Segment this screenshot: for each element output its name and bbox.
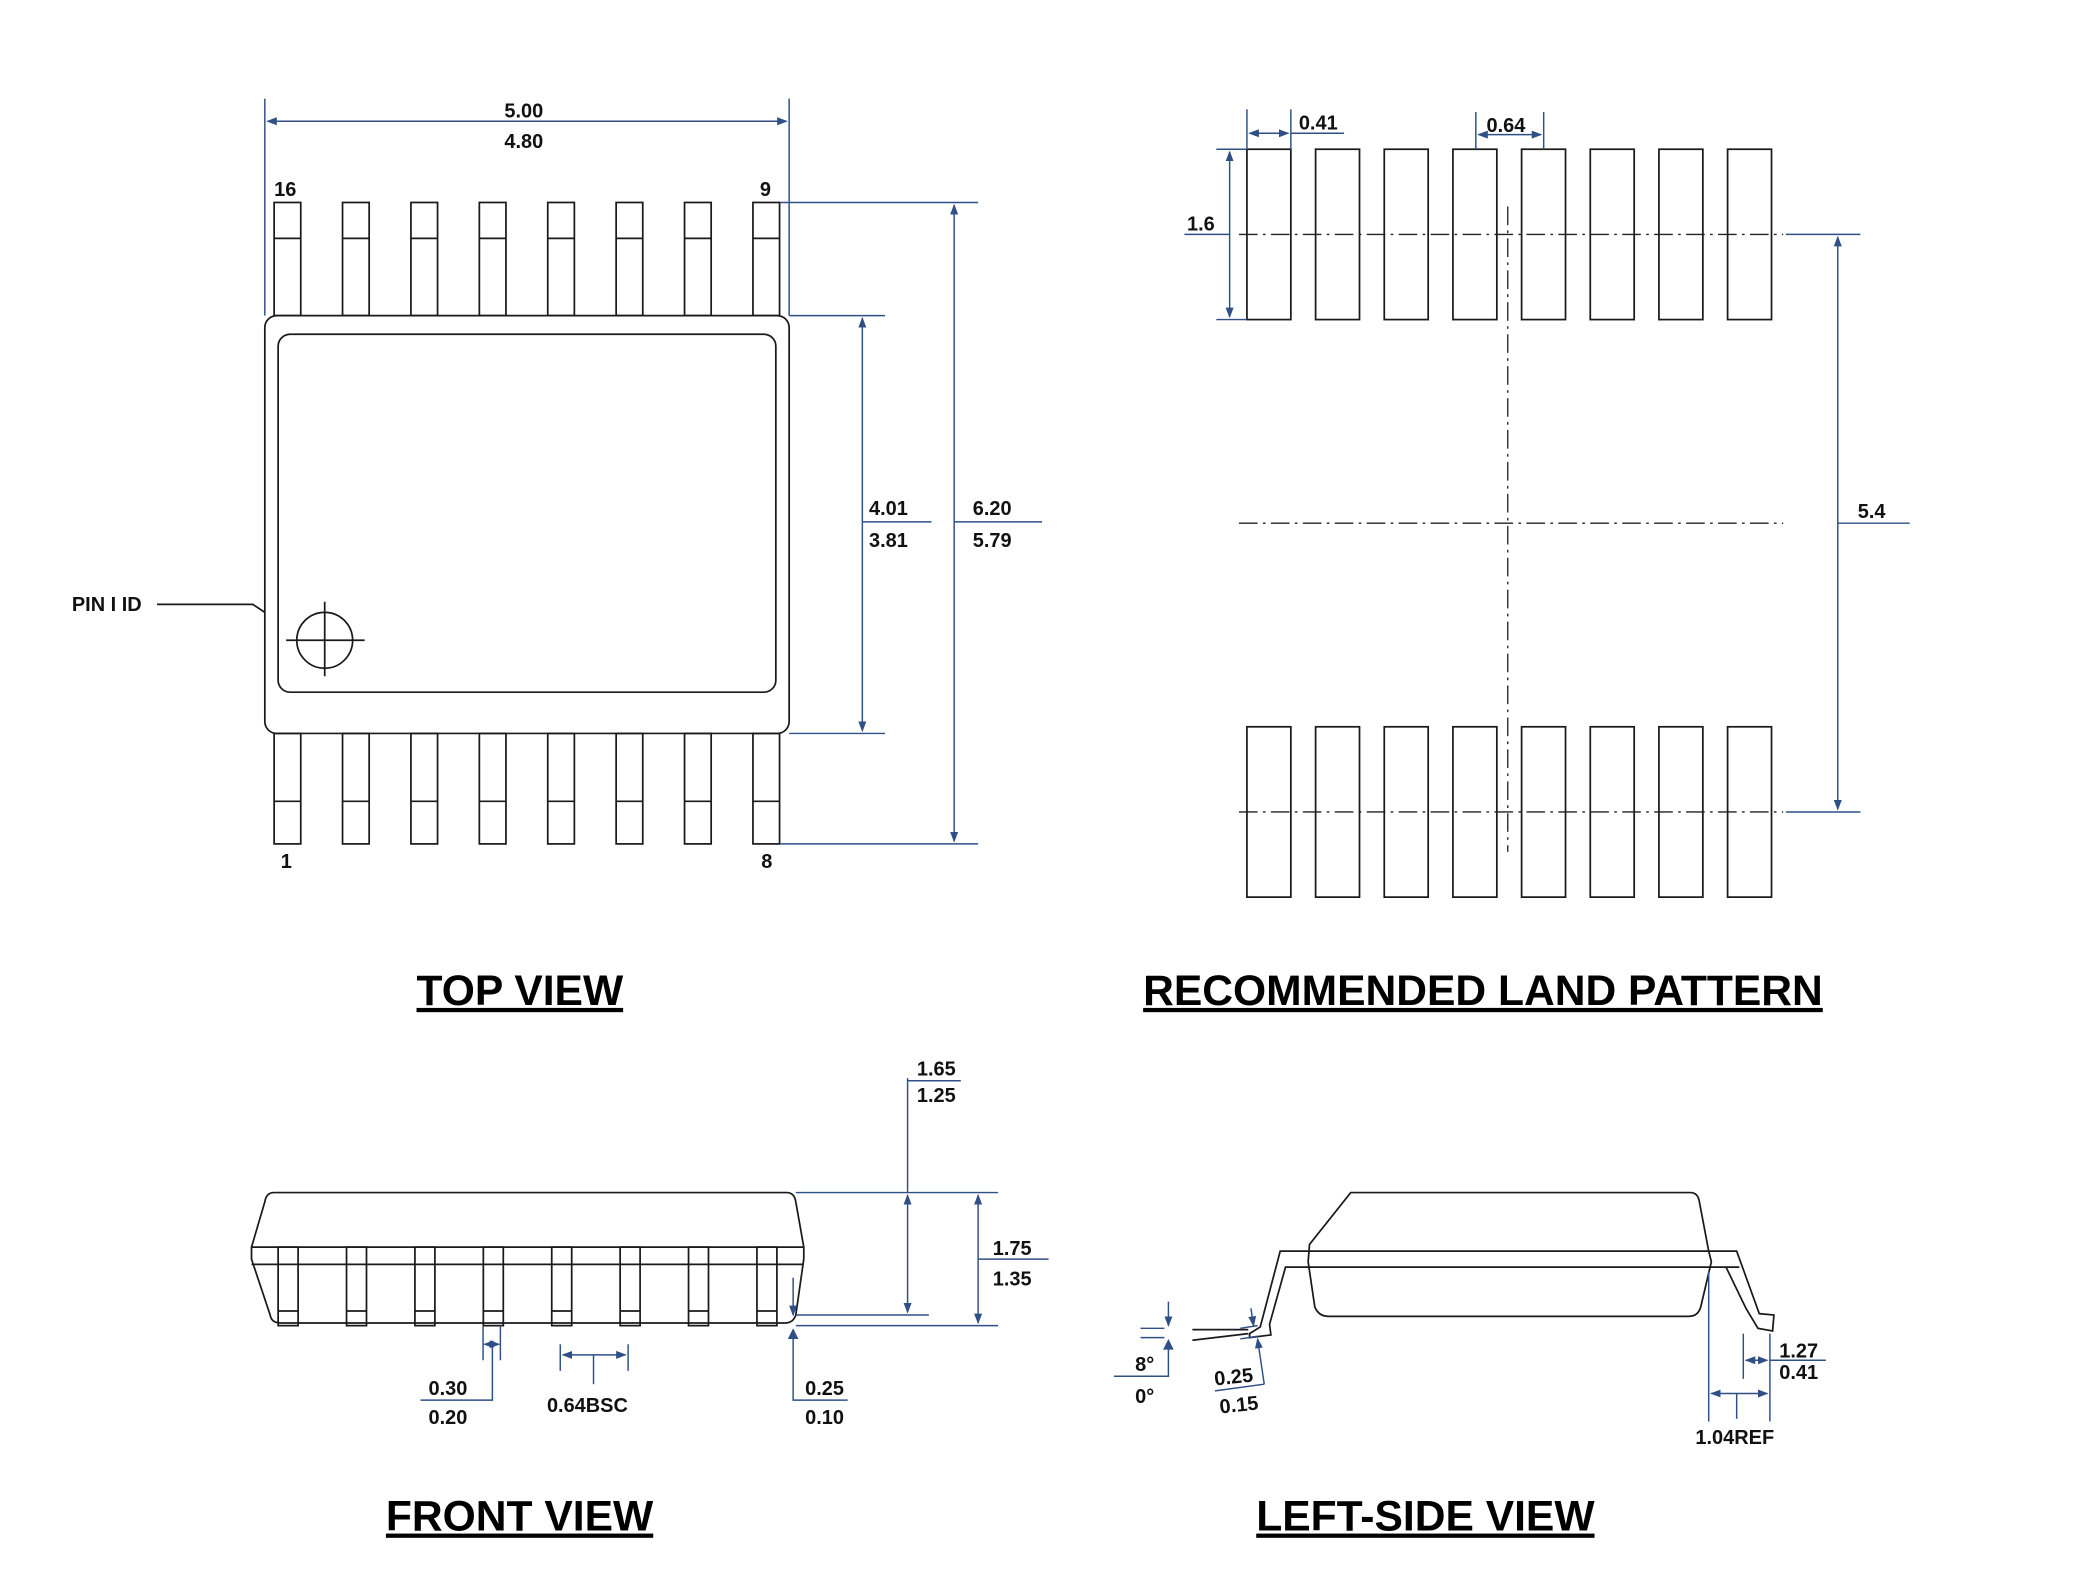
pin-top: [683, 201, 713, 317]
pin-id-leader: [157, 603, 266, 614]
dim-pitch: 0.64BSC: [547, 1395, 628, 1417]
front-body: [250, 1191, 805, 1324]
dim-row-spacing: 5.4: [1858, 501, 1886, 523]
dim-lead-width-max: 0.30: [429, 1378, 468, 1400]
pin-label-16: 16: [274, 179, 296, 201]
pin-bottom: [683, 732, 713, 845]
pin-top: [341, 201, 371, 317]
dim-lead-thickness-max: 0.25: [1213, 1365, 1254, 1391]
pin-bottom: [273, 732, 302, 845]
dim-foot-length-min: 0.41: [1779, 1362, 1818, 1384]
dim-pad-length: 1.6: [1187, 213, 1215, 235]
dim-footprint-ref: 1.04REF: [1695, 1427, 1774, 1449]
title-top-view: TOP VIEW: [417, 967, 624, 1015]
left-side-view: 8° 0° 0.25 0.15 1.27 0.41 1.04REF LEFT-S…: [1113, 1191, 1826, 1541]
pin-top: [273, 201, 302, 317]
front-lead: [756, 1246, 778, 1327]
front-lead: [277, 1246, 299, 1327]
dim-total-height-max: 1.75: [993, 1238, 1032, 1260]
dim-total-height-min: 1.35: [993, 1269, 1032, 1291]
pin-id-label: PIN I ID: [72, 594, 142, 616]
pin-bottom: [546, 732, 576, 845]
front-lead: [550, 1246, 573, 1327]
dim-total-width-max: 6.20: [973, 498, 1012, 520]
front-leads: [277, 1246, 778, 1327]
dim-body-height-max: 1.65: [917, 1058, 956, 1080]
pin-top: [546, 201, 576, 317]
front-lead: [414, 1246, 436, 1327]
dim-angle-min: 0°: [1135, 1386, 1154, 1408]
pin1-marker-icon: [286, 601, 365, 677]
pin-label-8: 8: [761, 851, 772, 873]
pin-bottom: [615, 732, 644, 845]
title-left-side-view: LEFT-SIDE VIEW: [1256, 1493, 1595, 1541]
dim-body-height-min: 1.25: [917, 1085, 956, 1107]
dim-body-width-min: 3.81: [869, 530, 908, 552]
front-lead: [687, 1246, 710, 1327]
dim-length-min: 4.80: [504, 131, 543, 153]
pin-top: [615, 201, 644, 317]
pin-bottom: [478, 732, 507, 845]
top-view: 16 9 1 8 PIN I ID 5.00 4.80 4.01 3.81 6.…: [72, 98, 1042, 1015]
top-pins-lower: [273, 732, 781, 845]
dim-pad-pitch: 0.64: [1486, 115, 1525, 137]
dim-body-width-max: 4.01: [869, 498, 908, 520]
dim-standoff-min: 0.10: [805, 1407, 844, 1429]
dim-standoff-max: 0.25: [805, 1378, 844, 1400]
front-view: 1.65 1.25 1.75 1.35 0.30 0.20 0.64BSC 0.…: [250, 1058, 1049, 1541]
dim-angle-max: 8°: [1135, 1354, 1154, 1376]
pin-label-9: 9: [760, 179, 771, 201]
pin-top: [752, 201, 781, 317]
dim-lead-width-min: 0.20: [429, 1407, 468, 1429]
pin-bottom: [410, 732, 439, 845]
pin-top: [410, 201, 439, 317]
pin-label-1: 1: [281, 851, 292, 873]
dim-lead-thickness-min: 0.15: [1219, 1393, 1260, 1419]
front-lead: [619, 1246, 641, 1327]
pin-bottom: [752, 732, 781, 845]
side-body: [1307, 1191, 1713, 1318]
dim-length-max: 5.00: [504, 100, 543, 122]
top-pins-upper: [273, 201, 781, 317]
front-lead: [345, 1246, 368, 1327]
side-lead: [1248, 1250, 1775, 1339]
package-body-outer: [263, 314, 791, 735]
title-front-view: FRONT VIEW: [386, 1493, 654, 1541]
pin-top: [478, 201, 507, 317]
pin-bottom: [341, 732, 371, 845]
dim-total-width-min: 5.79: [973, 530, 1012, 552]
title-land-pattern: RECOMMENDED LAND PATTERN: [1143, 967, 1823, 1015]
dim-pad-width: 0.41: [1299, 112, 1338, 134]
package-body-inner: [277, 333, 777, 694]
dim-foot-length-max: 1.27: [1779, 1341, 1818, 1363]
front-lead: [482, 1246, 505, 1327]
land-pattern-view: 0.41 0.64 1.6 5.4 RECOMMENDED LAND PATTE…: [1143, 109, 1910, 1015]
